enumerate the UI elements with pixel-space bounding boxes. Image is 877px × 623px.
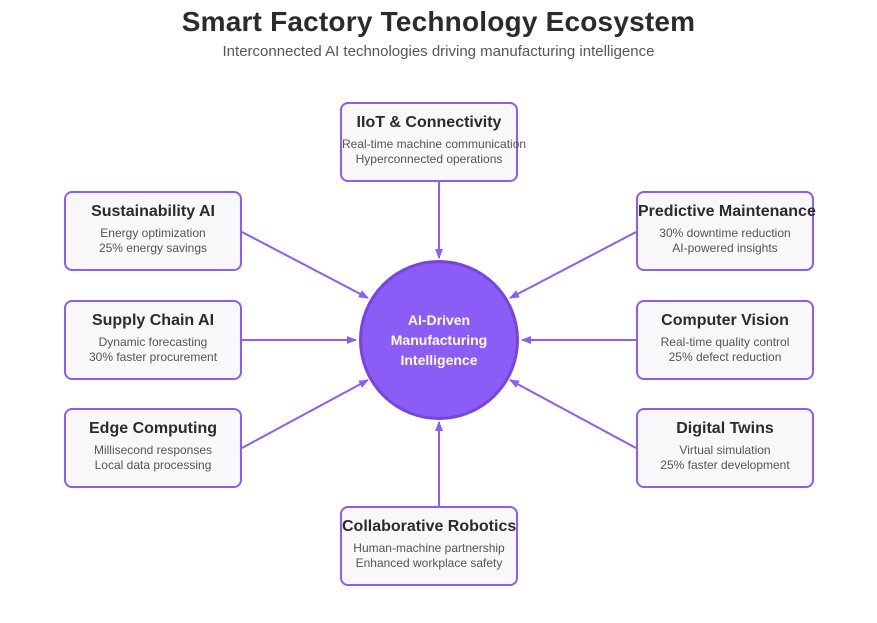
node-detail: Dynamic forecasting <box>98 335 208 349</box>
node-title: Computer Vision <box>661 312 789 329</box>
node-detail: Energy optimization <box>100 226 206 240</box>
node-digital-twins[interactable]: Digital Twins Virtual simulation 25% fas… <box>636 408 814 488</box>
node-detail: Real-time quality control <box>660 335 790 349</box>
node-detail: 25% faster development <box>660 458 790 472</box>
node-computer-vision[interactable]: Computer Vision Real-time quality contro… <box>636 300 814 380</box>
node-detail: 30% downtime reduction <box>659 226 791 240</box>
page-title: Smart Factory Technology Ecosystem <box>181 6 696 37</box>
connector-predictive <box>509 231 637 299</box>
node-detail: Real-time machine communication <box>342 137 527 151</box>
node-title: Collaborative Robotics <box>342 518 517 535</box>
node-detail: Millisecond responses <box>93 443 213 457</box>
node-title: Edge Computing <box>89 420 217 437</box>
connector-edge <box>241 379 369 449</box>
node-detail: 25% energy savings <box>98 241 208 255</box>
node-detail: Virtual simulation <box>679 443 771 457</box>
node-detail: Local data processing <box>94 458 212 472</box>
node-detail: Hyperconnected operations <box>355 152 503 166</box>
node-title: IIoT & Connectivity <box>356 114 502 131</box>
node-detail: Human-machine partnership <box>353 541 505 555</box>
hub-label: AI-Driven Manufacturing Intelligence <box>379 310 499 370</box>
hub-node[interactable]: AI-Driven Manufacturing Intelligence <box>359 260 519 420</box>
node-detail: 25% defect reduction <box>668 350 782 364</box>
node-edge-computing[interactable]: Edge Computing Millisecond responses Loc… <box>64 408 242 488</box>
node-collaborative-robotics[interactable]: Collaborative Robotics Human-machine par… <box>340 506 518 586</box>
page-subtitle: Interconnected AI technologies driving m… <box>222 43 655 60</box>
hub-label-line: Manufacturing <box>390 332 488 348</box>
node-title: Supply Chain AI <box>91 312 215 329</box>
hub-label-line: AI-Driven <box>407 312 471 328</box>
node-sustainability-ai[interactable]: Sustainability AI Energy optimization 25… <box>64 191 242 271</box>
node-detail: AI-powered insights <box>672 241 778 255</box>
node-detail: 30% faster procurement <box>88 350 218 364</box>
connector-sustainability <box>241 231 369 299</box>
node-title: Digital Twins <box>676 420 774 437</box>
connector-twins <box>509 379 637 449</box>
node-title: Sustainability AI <box>91 203 215 220</box>
node-iiot[interactable]: IIoT & Connectivity Real-time machine co… <box>340 102 527 182</box>
hub-label-line: Intelligence <box>400 352 478 368</box>
node-supply-chain-ai[interactable]: Supply Chain AI Dynamic forecasting 30% … <box>64 300 242 380</box>
node-predictive-maintenance[interactable]: Predictive Maintenance 30% downtime redu… <box>636 191 816 271</box>
node-detail: Enhanced workplace safety <box>355 556 503 570</box>
node-title: Predictive Maintenance <box>638 203 816 220</box>
